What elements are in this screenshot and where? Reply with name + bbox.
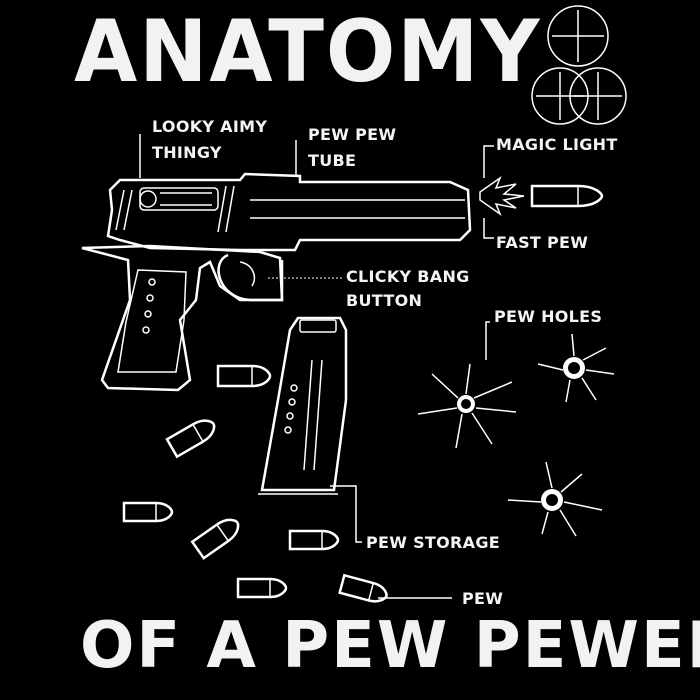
label-pew-storage: PEW STORAGE — [366, 533, 500, 552]
label-looky-aimy: LOOKY AIMY — [152, 117, 268, 136]
bullet-icon — [530, 184, 604, 208]
label-clicky-bang: CLICKY BANG — [346, 267, 470, 286]
label-thingy: THINGY — [152, 143, 222, 162]
label-magic-light: MAGIC LIGHT — [496, 135, 618, 154]
label-fast-pew: FAST PEW — [496, 233, 589, 252]
leader-lines — [139, 134, 494, 599]
label-pew-pew: PEW PEW — [308, 125, 397, 144]
label-pew: PEW — [462, 589, 504, 608]
bullet-hole-icon — [417, 333, 615, 537]
label-tube: TUBE — [308, 151, 357, 170]
muzzle-flash-icon — [479, 175, 525, 217]
magazine-diagram — [258, 316, 348, 495]
title-of-a-pew-pewer: OF A PEW PEWER — [80, 609, 700, 683]
crosshair-circles-icon — [531, 5, 627, 125]
label-pew-holes: PEW HOLES — [494, 307, 603, 326]
title-anatomy: ANATOMY — [74, 2, 542, 102]
label-button: BUTTON — [346, 291, 423, 310]
bullet-icon — [122, 364, 388, 603]
pistol-diagram — [81, 172, 472, 392]
